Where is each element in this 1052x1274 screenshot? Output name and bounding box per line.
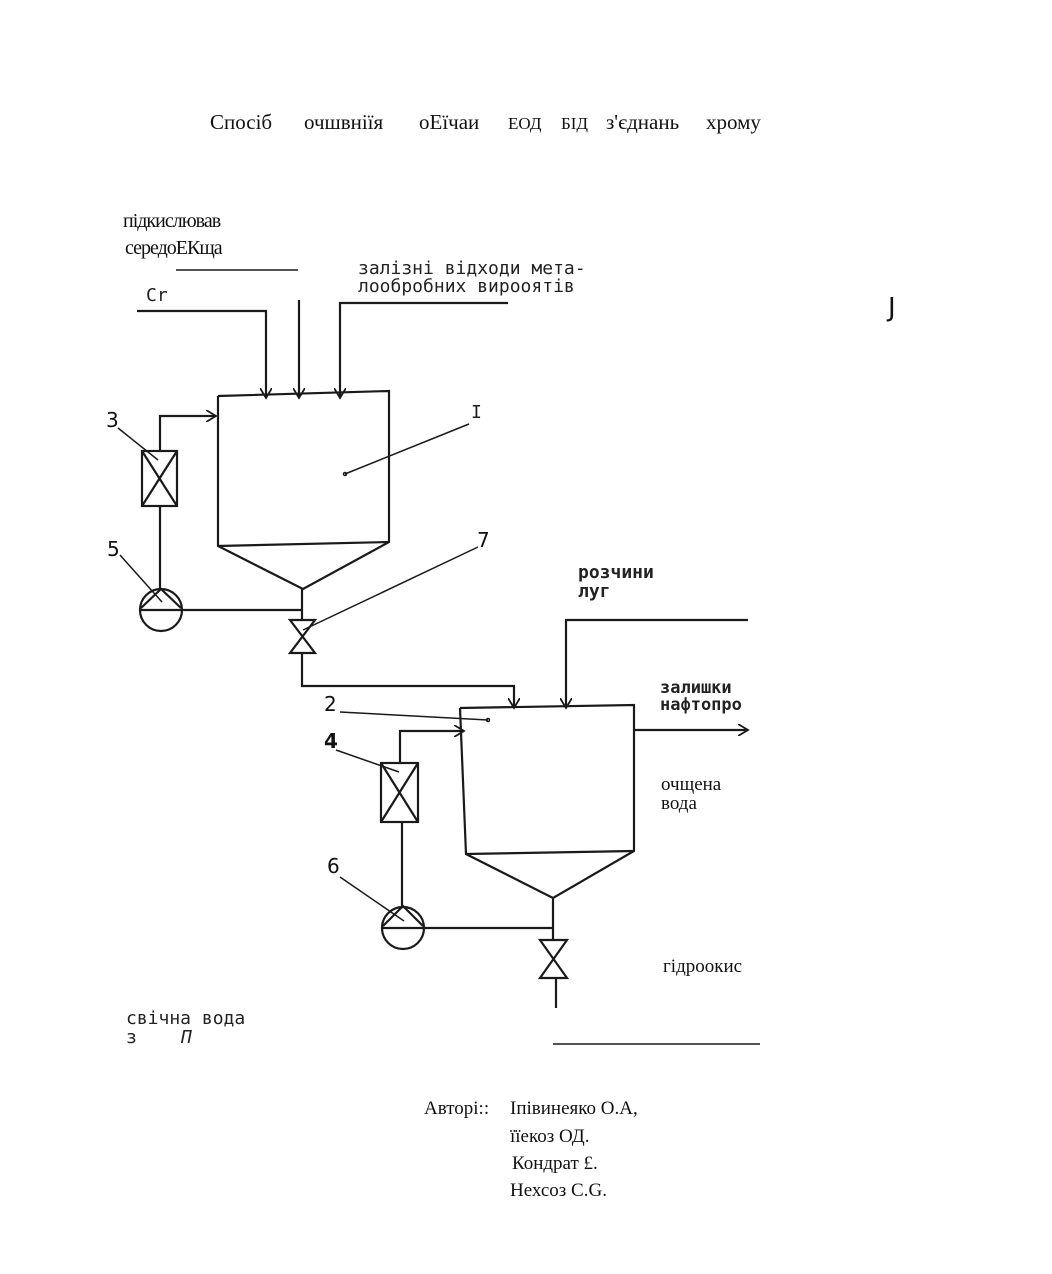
author-name: Кондрат £.	[512, 1153, 598, 1174]
svg-text:з: з	[126, 1027, 137, 1048]
authors-heading: Авторі::	[424, 1098, 489, 1119]
svg-text:вода: вода	[661, 793, 697, 814]
authors-block: Авторі:: Іпівинеяко О.А, їїекоз ОД. Конд…	[424, 1098, 638, 1201]
author-name: Іпівинеяко О.А,	[510, 1098, 638, 1119]
reactor-1	[218, 391, 389, 589]
svg-text:розчини: розчини	[578, 562, 654, 583]
svg-text:ЕОД: ЕОД	[508, 114, 542, 133]
callout-number-4: 4	[324, 729, 338, 753]
callout-number-1: I	[471, 402, 482, 423]
svg-text:середоЕКща: середоЕКща	[125, 237, 223, 259]
reactor-1-leader	[345, 424, 469, 474]
pump-6-leader	[340, 877, 404, 921]
author-name: Нехсоз C.G.	[510, 1180, 607, 1201]
clean-water-label: очщена вода	[661, 774, 722, 814]
pump-6	[382, 906, 424, 949]
svg-text:очшвніїя: очшвніїя	[304, 110, 384, 134]
pump-5	[140, 589, 182, 631]
iron-waste-label: залізні відходи мета- лообробних вирооят…	[358, 258, 586, 297]
acidic-medium-label: підкислював середоЕКща	[123, 210, 223, 259]
valve-7-leader	[303, 547, 478, 630]
recycle-line-2	[400, 731, 464, 763]
valve-lower	[540, 940, 567, 978]
author-name: їїекоз ОД.	[510, 1126, 590, 1147]
svg-text:з'єднань: з'єднань	[606, 110, 679, 134]
svg-text:БІД: БІД	[561, 114, 588, 133]
svg-text:свічна вода: свічна вода	[126, 1008, 245, 1029]
svg-text:очщена: очщена	[661, 774, 722, 795]
reactor-2-leader	[340, 712, 488, 720]
svg-text:нафтопро: нафтопро	[660, 695, 742, 715]
chromium-label: Cr	[146, 285, 168, 306]
callout-number-5: 5	[107, 537, 120, 561]
waste-water-label: свічна вода з П	[126, 1008, 245, 1048]
svg-text:П: П	[180, 1027, 192, 1048]
svg-text:лообробних вирооятів: лообробних вирооятів	[358, 276, 575, 297]
hydroxide-label: гідроокис	[663, 956, 742, 977]
callout-number-6: 6	[327, 854, 340, 878]
svg-text:Спосіб: Спосіб	[210, 110, 272, 134]
callout-number-7: 7	[477, 528, 490, 552]
pump-5-leader	[120, 555, 162, 602]
page-title: Спосіб очшвніїя оЕїчаи ЕОД БІД з'єднань …	[210, 110, 761, 134]
iron-feed-line	[340, 303, 508, 398]
callout-number-2: 2	[324, 692, 337, 716]
filter-4	[381, 763, 418, 822]
filter-3-leader	[118, 428, 158, 460]
svg-text:хрому: хрому	[706, 110, 761, 134]
filter-4-leader	[336, 750, 399, 772]
corner-mark: J	[886, 293, 896, 323]
chromium-feed-line	[137, 311, 266, 398]
oil-residue-label: залишки нафтопро	[660, 678, 742, 715]
callout-number-3: 3	[106, 408, 119, 432]
svg-text:луг: луг	[578, 581, 611, 602]
alkali-solution-label: розчини луг	[578, 562, 654, 602]
recycle-line-1	[160, 416, 216, 451]
svg-text:оЕїчаи: оЕїчаи	[419, 110, 479, 134]
svg-text:підкислював: підкислював	[123, 210, 221, 232]
reactor-2	[460, 705, 634, 898]
valve-7	[290, 620, 315, 653]
filter-3	[142, 451, 177, 506]
